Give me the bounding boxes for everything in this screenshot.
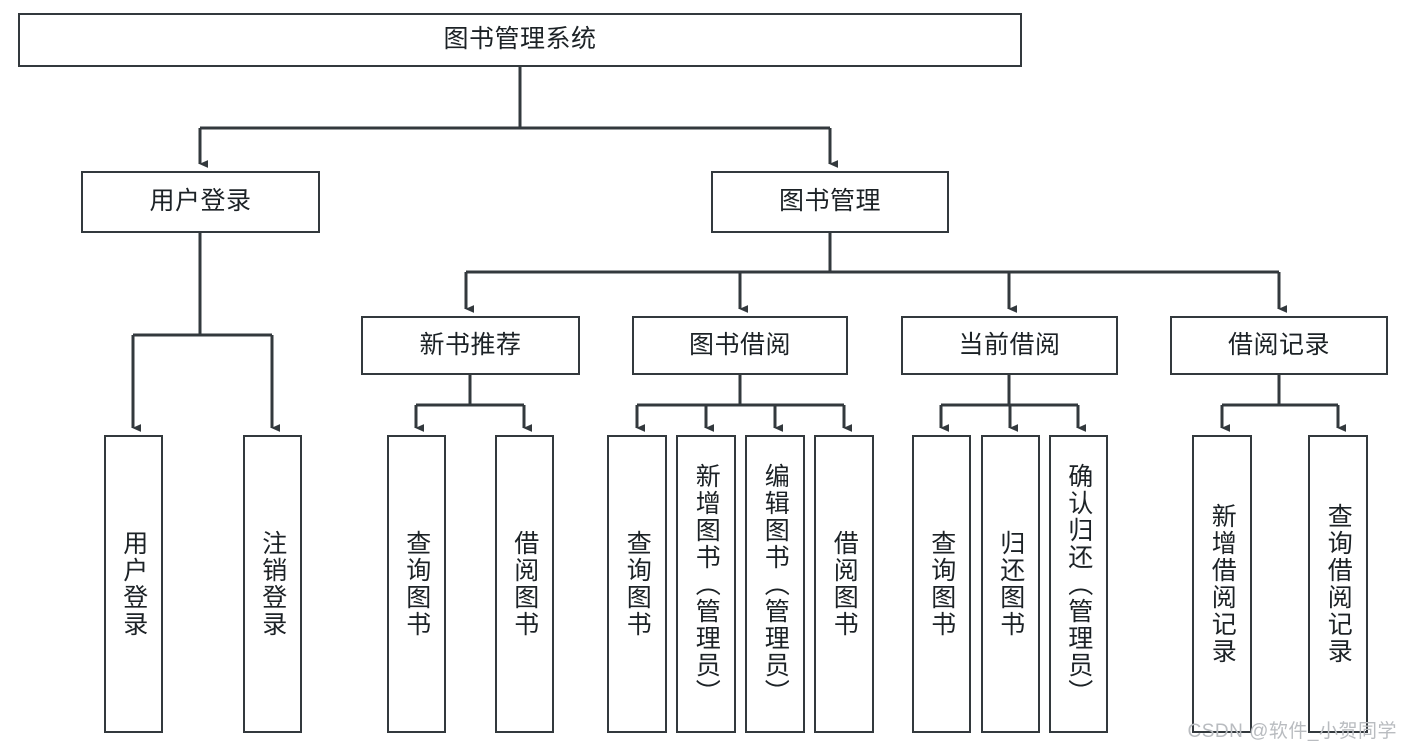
leaf-query-record[interactable]: 查询借阅记录 xyxy=(1308,435,1368,733)
node-current-borrow-label: 当前借阅 xyxy=(958,330,1061,359)
node-borrow-record-label: 借阅记录 xyxy=(1227,330,1330,359)
leaf-user-login[interactable]: 用户登录 xyxy=(104,435,163,733)
leaf-query-book-1[interactable]: 查询图书 xyxy=(387,435,446,733)
node-book-borrow-label: 图书借阅 xyxy=(688,330,791,359)
node-book-manage[interactable]: 图书管理 xyxy=(711,171,949,233)
leaf-add-book-label: 新增图书（管理员） xyxy=(692,462,721,706)
node-new-book-recommend[interactable]: 新书推荐 xyxy=(361,316,580,375)
leaf-logout-login-label: 注销登录 xyxy=(258,530,287,638)
leaf-add-record[interactable]: 新增借阅记录 xyxy=(1192,435,1252,733)
node-current-borrow[interactable]: 当前借阅 xyxy=(901,316,1118,375)
leaf-query-book-2-label: 查询图书 xyxy=(623,530,652,638)
csdn-watermark: CSDN @软件_小贺同学 xyxy=(1187,721,1397,742)
node-book-manage-label: 图书管理 xyxy=(778,187,881,216)
leaf-query-book-2[interactable]: 查询图书 xyxy=(607,435,667,733)
leaf-add-record-label: 新增借阅记录 xyxy=(1208,503,1237,665)
node-root[interactable]: 图书管理系统 xyxy=(18,13,1022,67)
leaf-borrow-book-1[interactable]: 借阅图书 xyxy=(495,435,554,733)
leaf-return-book-label: 归还图书 xyxy=(996,530,1025,638)
node-borrow-record[interactable]: 借阅记录 xyxy=(1170,316,1388,375)
node-user-login[interactable]: 用户登录 xyxy=(81,171,320,233)
leaf-query-book-3-label: 查询图书 xyxy=(927,530,956,638)
node-root-label: 图书管理系统 xyxy=(443,25,597,54)
node-book-borrow[interactable]: 图书借阅 xyxy=(632,316,848,375)
leaf-query-record-label: 查询借阅记录 xyxy=(1324,503,1353,665)
leaf-edit-book-label: 编辑图书（管理员） xyxy=(761,462,790,706)
leaf-borrow-book-1-label: 借阅图书 xyxy=(510,530,539,638)
leaf-borrow-book-2[interactable]: 借阅图书 xyxy=(814,435,874,733)
leaf-confirm-return-label: 确认归还（管理员） xyxy=(1064,462,1093,706)
leaf-logout-login[interactable]: 注销登录 xyxy=(243,435,302,733)
leaf-borrow-book-2-label: 借阅图书 xyxy=(830,530,859,638)
leaf-query-book-3[interactable]: 查询图书 xyxy=(912,435,971,733)
leaf-edit-book[interactable]: 编辑图书（管理员） xyxy=(745,435,805,733)
leaf-user-login-label: 用户登录 xyxy=(119,530,148,638)
leaf-query-book-1-label: 查询图书 xyxy=(402,530,431,638)
leaf-add-book[interactable]: 新增图书（管理员） xyxy=(676,435,736,733)
leaf-return-book[interactable]: 归还图书 xyxy=(981,435,1040,733)
node-user-login-label: 用户登录 xyxy=(149,187,252,216)
node-new-book-recommend-label: 新书推荐 xyxy=(419,330,522,359)
leaf-confirm-return[interactable]: 确认归还（管理员） xyxy=(1049,435,1108,733)
